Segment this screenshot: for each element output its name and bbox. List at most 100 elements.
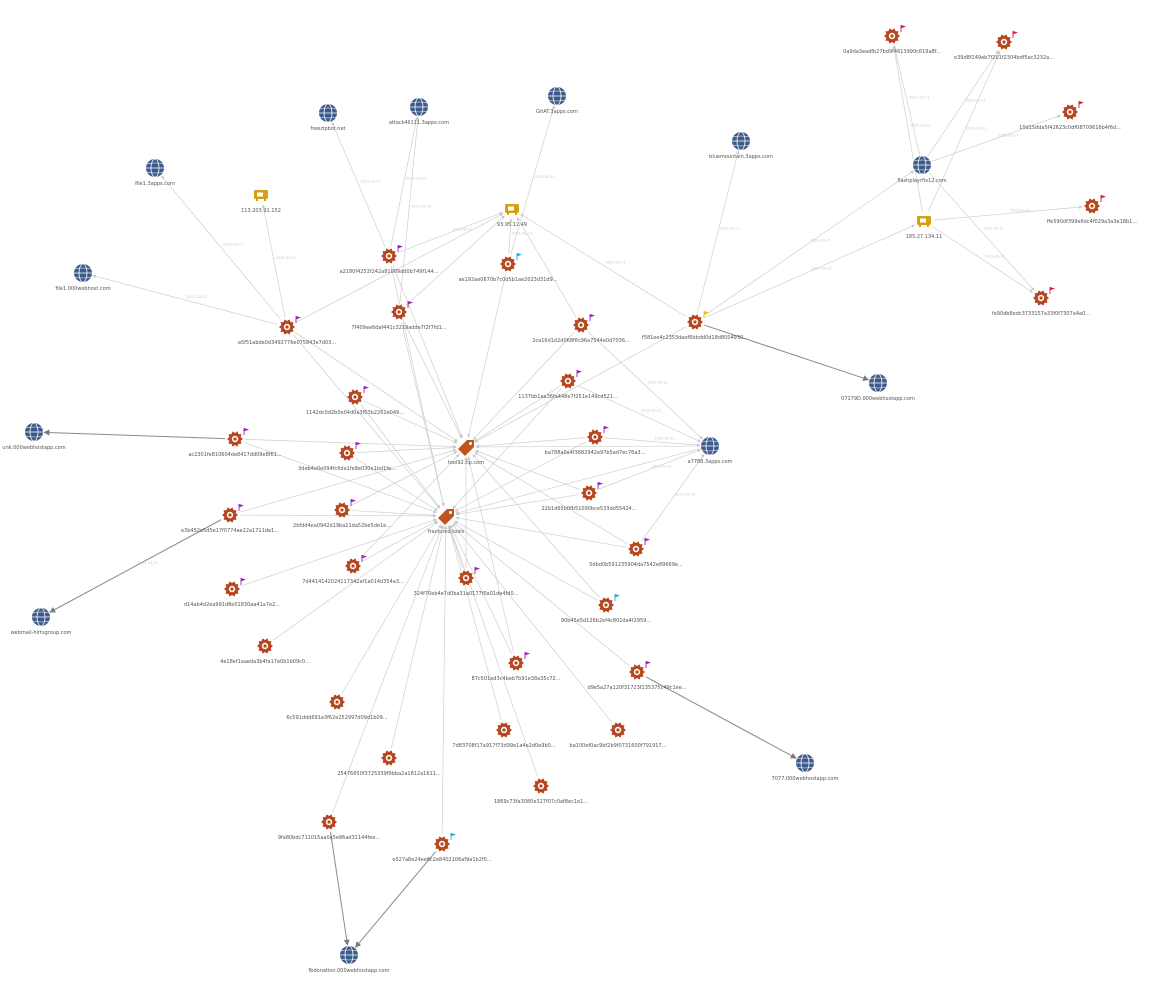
tag-node[interactable]: tool92.tlp.com: [448, 440, 484, 466]
node-label: a2180f4253f242a81009dd0b749f144...: [340, 269, 439, 275]
globe-icon: [548, 86, 566, 106]
file-node[interactable]: 10d15dda5f42623c0df08709616b4f6d...: [1019, 101, 1121, 131]
file-node[interactable]: a2180f4253f242a81009dd0b749f144...: [340, 245, 439, 275]
file-node[interactable]: d9e5a27a120f31723f235375c49c1ee...: [587, 661, 687, 691]
file-node[interactable]: d14ab4d2ea991d8e01830aa41a7e2...: [184, 578, 281, 608]
file-node[interactable]: 324f70eb4e7d0ba31a0177f0a01de4fd0...: [414, 567, 519, 597]
file-node[interactable]: 7f409ee6daf441c3219adde7f2f7fd1...: [351, 301, 447, 331]
file-node[interactable]: 3deb4a0e094fc6da1fe8e030e1bd1fe...: [298, 442, 396, 472]
globe-icon: [340, 945, 358, 965]
node-label: 0a9da3eadfb27bd9f4613990c619a8f...: [843, 49, 941, 55]
node-label: e39d8f249eb7f201f2304bdf5ec3232a...: [954, 55, 1054, 61]
edge-f10-d_a7788: [588, 331, 703, 440]
edge-f18-d_webmail: [49, 519, 222, 613]
tag-node[interactable]: fractured.tools: [428, 509, 465, 535]
domain-node[interactable]: GitAT.3apps.com: [536, 86, 578, 115]
file-node[interactable]: 25476650f3725339f9bba2a1812a1611...: [337, 750, 441, 777]
tag-icon: [438, 509, 454, 525]
ip-node[interactable]: 93.95.12.49: [497, 204, 527, 228]
edge-f19-t_tool: [350, 451, 458, 506]
file-node[interactable]: a5f51abde0d3492776e075843e7d03...: [238, 316, 337, 346]
domain-node[interactable]: fbdonation.000webhostapp.com: [309, 945, 390, 974]
file-node[interactable]: 1869c73fa3080e327f07c0af8ec1e1...: [494, 778, 589, 805]
edge-label: 2021-03-11: [641, 409, 661, 413]
flag-icon: [240, 578, 246, 585]
globe-icon: [913, 155, 931, 175]
file-node[interactable]: 87c501ed3c4beb7b91e38a35c72...: [472, 652, 561, 682]
gear-icon: [1062, 104, 1078, 120]
file-node[interactable]: ba788a0a4f3682942e97b5ad7ec76a3...: [545, 426, 646, 456]
node-label: file1.3apps.com: [135, 181, 175, 187]
domain-node[interactable]: 7077.000webhostapp.com: [772, 753, 839, 782]
domain-node[interactable]: webmail-hirtsgroup.com: [11, 607, 72, 636]
node-label: unk.000webhostapp.com: [2, 445, 65, 451]
edge-label: 2021-03-11: [535, 175, 555, 179]
file-node[interactable]: 9fa80bdc711015aa0a5e86ad31144fee...: [278, 814, 381, 841]
ip-node[interactable]: 113.203.91.152: [241, 190, 281, 214]
file-node[interactable]: 90b45e5d126b2ef4c801da4f2959...: [561, 594, 652, 624]
edge-f6-d_freezip: [331, 121, 386, 247]
gear-icon: [257, 638, 273, 654]
node-label: file1.000webhost.com: [55, 286, 110, 292]
file-node[interactable]: 2ca16d1d2d068f6c96a7544e0d7036...: [532, 314, 630, 344]
edge-f6-ip_93: [398, 212, 503, 253]
edge-f18-t_tool: [239, 448, 457, 513]
edge-f7-ip_93: [508, 218, 513, 255]
edge-f23-t_fracture: [241, 518, 437, 587]
domain-node[interactable]: freezipbot.net: [310, 103, 346, 132]
node-label: 93.95.12.49: [497, 222, 527, 228]
gear-icon: [222, 507, 238, 523]
file-node[interactable]: 2bfdd4ea0942d19ba11da52be5de1e...: [293, 499, 391, 529]
edge-f15-t_fracture: [355, 458, 438, 511]
domain-node[interactable]: unk.000webhostapp.com: [2, 422, 66, 451]
file-node[interactable]: 7d83708f17a917f73d99e1a4e2d0e9b0...: [452, 722, 556, 749]
ip-node[interactable]: 185.27.134.11: [906, 216, 943, 240]
node-label: 2ca16d1d2d068f6c96a7544e0d7036...: [532, 338, 630, 344]
domain-node[interactable]: a7788.3apps.com: [688, 436, 733, 465]
file-node[interactable]: 5dbd0b591235904da7542e89669e...: [589, 538, 683, 568]
domain-node[interactable]: flashplayrfix12.com: [897, 155, 947, 184]
edge-f11-t_tool: [474, 326, 687, 443]
edge-f25-t_fracture: [272, 521, 439, 641]
file-node[interactable]: ba100ef0ac9bf2b9f0731600f791917...: [570, 722, 667, 749]
file-node[interactable]: 7d4414142024117342af1a014d354a3...: [302, 555, 404, 585]
file-node[interactable]: 0a9da3eadfb27bd9f4613990c619a8f...: [843, 25, 941, 55]
file-node[interactable]: 6c591ddd691a3f62e252997d09d1b09...: [286, 694, 388, 721]
edge-ip_185-f2: [927, 50, 1001, 213]
file-node[interactable]: fe90db8edc3733157a33f0f7307a4a0...: [992, 287, 1091, 317]
file-node[interactable]: e527a8e24ee6c2e8402106af9a1b2f0...: [392, 833, 492, 863]
globe-icon: [869, 373, 887, 393]
node-label: ac2301fe810604de8417dd09e8f61...: [188, 452, 282, 458]
file-node[interactable]: f581ee4c2353daef6bbdd0d18d8004930...: [642, 311, 748, 341]
node-label: 22b1d65b0fb51090bce533dd55424...: [541, 506, 636, 512]
file-node[interactable]: 1142dc0d2b0e04d0a3f03b2261e049...: [306, 386, 404, 416]
edge-f22-t_fracture: [448, 525, 464, 569]
file-node[interactable]: ae192ae0670b7c0d5b1ae2023d31d9...: [458, 253, 558, 283]
flag-icon: [1100, 195, 1106, 202]
file-node[interactable]: 22b1d65b0fb51090bce533dd55424...: [541, 482, 637, 512]
file-node[interactable]: e39d8f249eb7f201f2304bdf5ec3232a...: [954, 31, 1054, 61]
domain-node[interactable]: attack4ll111.3apps.com: [389, 97, 449, 126]
file-node[interactable]: 4e18ef1aaeda3b4fa17e0b1b09c0...: [220, 638, 310, 665]
node-label: 1137bb1aa36fa448e7f251e149cd521...: [518, 394, 618, 400]
flag-icon: [524, 652, 530, 659]
gear-icon: [996, 34, 1012, 50]
domain-node[interactable]: bluemountain.3apps.com: [709, 131, 773, 160]
domain-node[interactable]: 07179D.000webhostapp.com: [841, 373, 915, 402]
domain-node[interactable]: file1.3apps.com: [135, 158, 175, 187]
domain-node[interactable]: file1.000webhost.com: [55, 263, 111, 292]
gear-icon: [560, 373, 576, 389]
node-label: 25476650f3725339f9bba2a1812a1611...: [337, 771, 441, 777]
node-label: f581ee4c2353daef6bbdd0d18d8004930...: [642, 335, 748, 341]
edge-f13-d_a7788: [576, 384, 702, 443]
file-node[interactable]: ffe590df399e6dc4f029a3a3e18b1...: [1047, 195, 1138, 225]
file-node[interactable]: 1137bb1aa36fa448e7f251e149cd521...: [518, 370, 618, 400]
file-node[interactable]: ac2301fe810604de8417dd09e8f61...: [188, 428, 282, 458]
edge-label: 2021-03-11: [985, 255, 1005, 259]
edge-f14-d_unk: [43, 429, 226, 440]
node-label: fbdonation.000webhostapp.com: [309, 968, 390, 974]
file-node[interactable]: e3b452e5d5e17f0774ae22a1711de1...: [181, 504, 279, 534]
nodes-layer: freezipbot.net attack4ll111.3apps.com GitA…: [2, 25, 1138, 974]
network-card-icon: [254, 190, 268, 201]
